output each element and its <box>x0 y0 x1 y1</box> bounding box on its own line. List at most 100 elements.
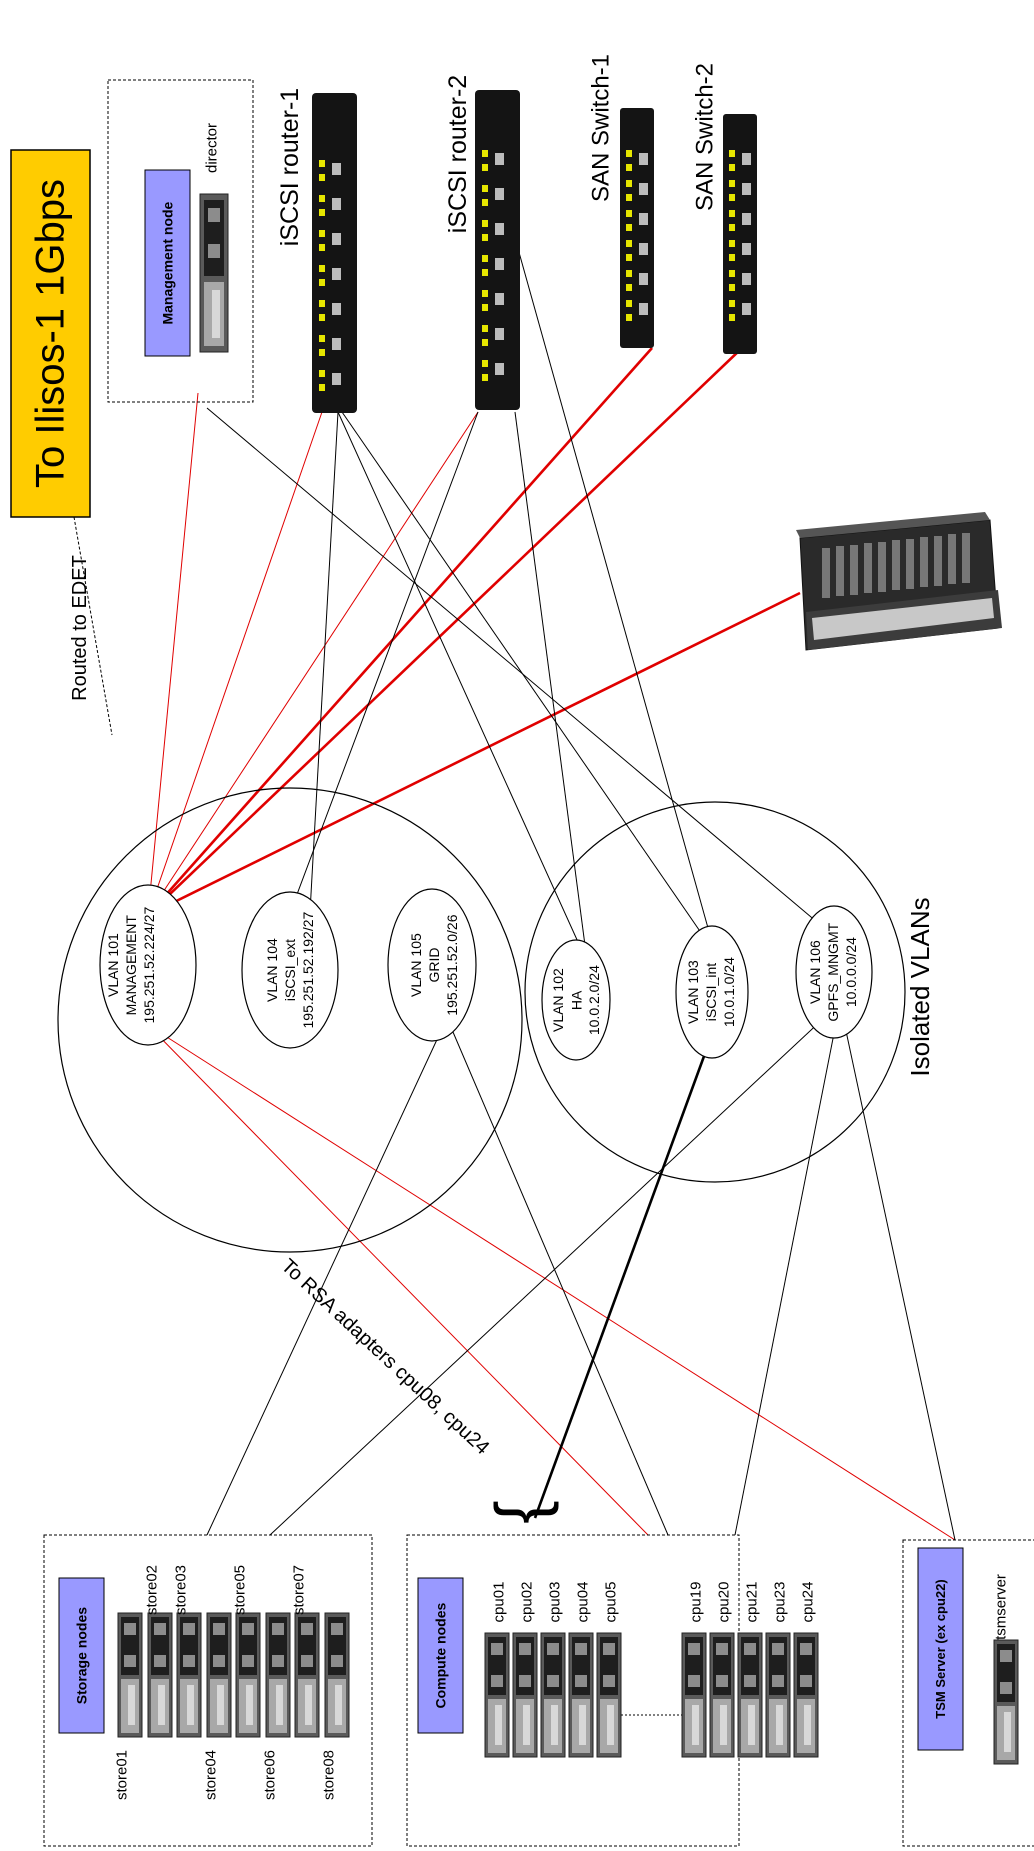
vlan-101-net: 195.251.52.224/27 <box>141 907 157 1024</box>
iscsi-router-1[interactable] <box>312 93 357 413</box>
link-mgmt-tsm <box>147 1024 956 1541</box>
store02-server-icon[interactable] <box>147 1612 173 1738</box>
link-mgmt-director <box>147 392 199 916</box>
store03-label: store03 <box>173 1565 190 1615</box>
cpu04-label: cpu04 <box>575 1582 592 1623</box>
store04-label: store04 <box>203 1750 220 1800</box>
compute-badge <box>417 1577 464 1734</box>
vlan-102-name: HA <box>568 990 584 1010</box>
store06-label: store06 <box>262 1750 279 1800</box>
cpu20-server-icon[interactable] <box>709 1632 735 1758</box>
vlan-106-net: 10.0.0.0/24 <box>843 937 859 1007</box>
cpu02-label: cpu02 <box>519 1582 536 1623</box>
store07-server-icon[interactable] <box>294 1612 320 1738</box>
link-r1-int <box>341 411 716 954</box>
compute-brace: { <box>481 1500 559 1523</box>
link-gpfs-storage <box>269 1002 841 1536</box>
storage-badge <box>58 1577 105 1734</box>
storage-frame[interactable] <box>43 1534 373 1847</box>
vlan-103-cloud[interactable]: VLAN 103 iSCSI_int 10.0.1.0/24 <box>675 925 749 1059</box>
vlan-103-net: 10.0.1.0/24 <box>721 957 737 1027</box>
cpu21-server-icon[interactable] <box>737 1632 763 1758</box>
public-vlans-circle <box>57 787 523 1253</box>
cpu19-server-icon[interactable] <box>681 1632 707 1758</box>
tsmserver-label: tsmserver <box>993 1574 1010 1640</box>
cpu01-server-icon[interactable] <box>484 1632 510 1758</box>
storage-array-icon[interactable] <box>796 512 1002 651</box>
storage-servers <box>117 1612 350 1738</box>
vlan-101-name: MANAGEMENT <box>123 915 139 1016</box>
vlan-104-net: 195.251.52.192/27 <box>300 912 316 1029</box>
store08-label: store08 <box>321 1750 338 1800</box>
store04-server-icon[interactable] <box>206 1612 232 1738</box>
vlan-106-cloud[interactable]: VLAN 106 GPFS_MNGMT 10.0.0.0/24 <box>795 905 873 1039</box>
vlan-103-id: VLAN 103 <box>685 960 701 1024</box>
director-label: director <box>204 123 221 173</box>
link-gpfs-compute <box>734 1002 841 1536</box>
compute-badge-label: Compute nodes <box>433 1603 449 1709</box>
isolated-vlans-label: Isolated VLANs <box>905 897 935 1076</box>
san-switch-1[interactable] <box>620 108 654 348</box>
cpu02-server-icon[interactable] <box>512 1632 538 1758</box>
iscsi-router-2-label: iSCSI router-2 <box>444 75 472 233</box>
link-r1-ext <box>309 411 339 913</box>
link-r2-ext <box>289 411 479 914</box>
routed-dashed-line <box>73 516 113 736</box>
cpu23-server-icon[interactable] <box>765 1632 791 1758</box>
cpu05-server-icon[interactable] <box>596 1632 622 1758</box>
link-director-gpfs <box>206 407 831 934</box>
cpu01-label: cpu01 <box>491 1582 508 1623</box>
vlan-101-cloud[interactable]: VLAN 101 MANAGEMENT 195.251.52.224/27 <box>99 884 197 1046</box>
vlan-105-cloud[interactable]: VLAN 105 GRID 195.251.52.0/26 <box>387 888 477 1042</box>
management-badge-label: Management node <box>160 201 176 324</box>
cpu04-server-icon[interactable] <box>568 1632 594 1758</box>
store03-server-icon[interactable] <box>176 1612 202 1738</box>
compute-servers <box>484 1632 819 1758</box>
cpu03-server-icon[interactable] <box>540 1632 566 1758</box>
store05-server-icon[interactable] <box>235 1612 261 1738</box>
link-mgmt-san2 <box>147 347 743 916</box>
store05-label: store05 <box>232 1565 249 1615</box>
cpu24-label: cpu24 <box>800 1582 817 1623</box>
cpu19-label: cpu19 <box>688 1582 705 1623</box>
link-r2-ha <box>514 411 587 954</box>
tsm-badge <box>917 1547 964 1751</box>
vlan-106-id: VLAN 106 <box>807 940 823 1004</box>
cpu23-label: cpu23 <box>772 1582 789 1623</box>
tsm-badge-label: TSM Server (ex cpu22) <box>933 1579 948 1718</box>
link-mgmt-storage-array <box>147 591 801 917</box>
vlan-103-name: iSCSI_int <box>703 963 719 1021</box>
management-frame[interactable] <box>107 79 254 403</box>
cpu21-label: cpu21 <box>744 1582 761 1623</box>
routed-label: Routed to EDET <box>69 555 91 701</box>
vlan-102-cloud[interactable]: VLAN 102 HA 10.0.2.0/24 <box>541 939 611 1061</box>
vlan-106-name: GPFS_MNGMT <box>825 922 841 1021</box>
vlan-105-net: 195.251.52.0/26 <box>444 914 460 1015</box>
san-switch-2-label: SAN Switch-2 <box>692 63 719 211</box>
cpu03-label: cpu03 <box>547 1582 564 1623</box>
link-r2-int <box>514 237 716 954</box>
vlan-104-cloud[interactable]: VLAN 104 iSCSI_ext 195.251.52.192/27 <box>241 891 339 1049</box>
store01-server-icon[interactable] <box>117 1612 143 1738</box>
vlan-105-id: VLAN 105 <box>408 933 424 997</box>
iscsi-router-2[interactable] <box>475 90 520 410</box>
san-switch-2[interactable] <box>723 114 757 354</box>
storage-badge-label: Storage nodes <box>74 1607 90 1704</box>
link-gpfs-tsm <box>839 1002 956 1541</box>
tsm-frame[interactable] <box>902 1539 1034 1847</box>
vlan-101-id: VLAN 101 <box>105 933 121 997</box>
cpu24-server-icon[interactable] <box>793 1632 819 1758</box>
cpu20-label: cpu20 <box>716 1582 733 1623</box>
link-mgmt-router1 <box>147 411 323 916</box>
store06-server-icon[interactable] <box>265 1612 291 1738</box>
iscsi-router-1-label: iSCSI router-1 <box>276 88 304 246</box>
store02-label: store02 <box>144 1565 161 1615</box>
isolated-vlans-circle <box>524 801 906 1183</box>
vlan-102-net: 10.0.2.0/24 <box>586 965 602 1035</box>
tsmserver-icon[interactable] <box>993 1639 1019 1765</box>
store08-server-icon[interactable] <box>324 1612 350 1738</box>
link-grid-storage <box>206 1017 448 1536</box>
uplink-banner <box>10 149 91 518</box>
director-server-icon[interactable] <box>199 193 229 353</box>
link-grid-compute <box>446 1017 669 1536</box>
